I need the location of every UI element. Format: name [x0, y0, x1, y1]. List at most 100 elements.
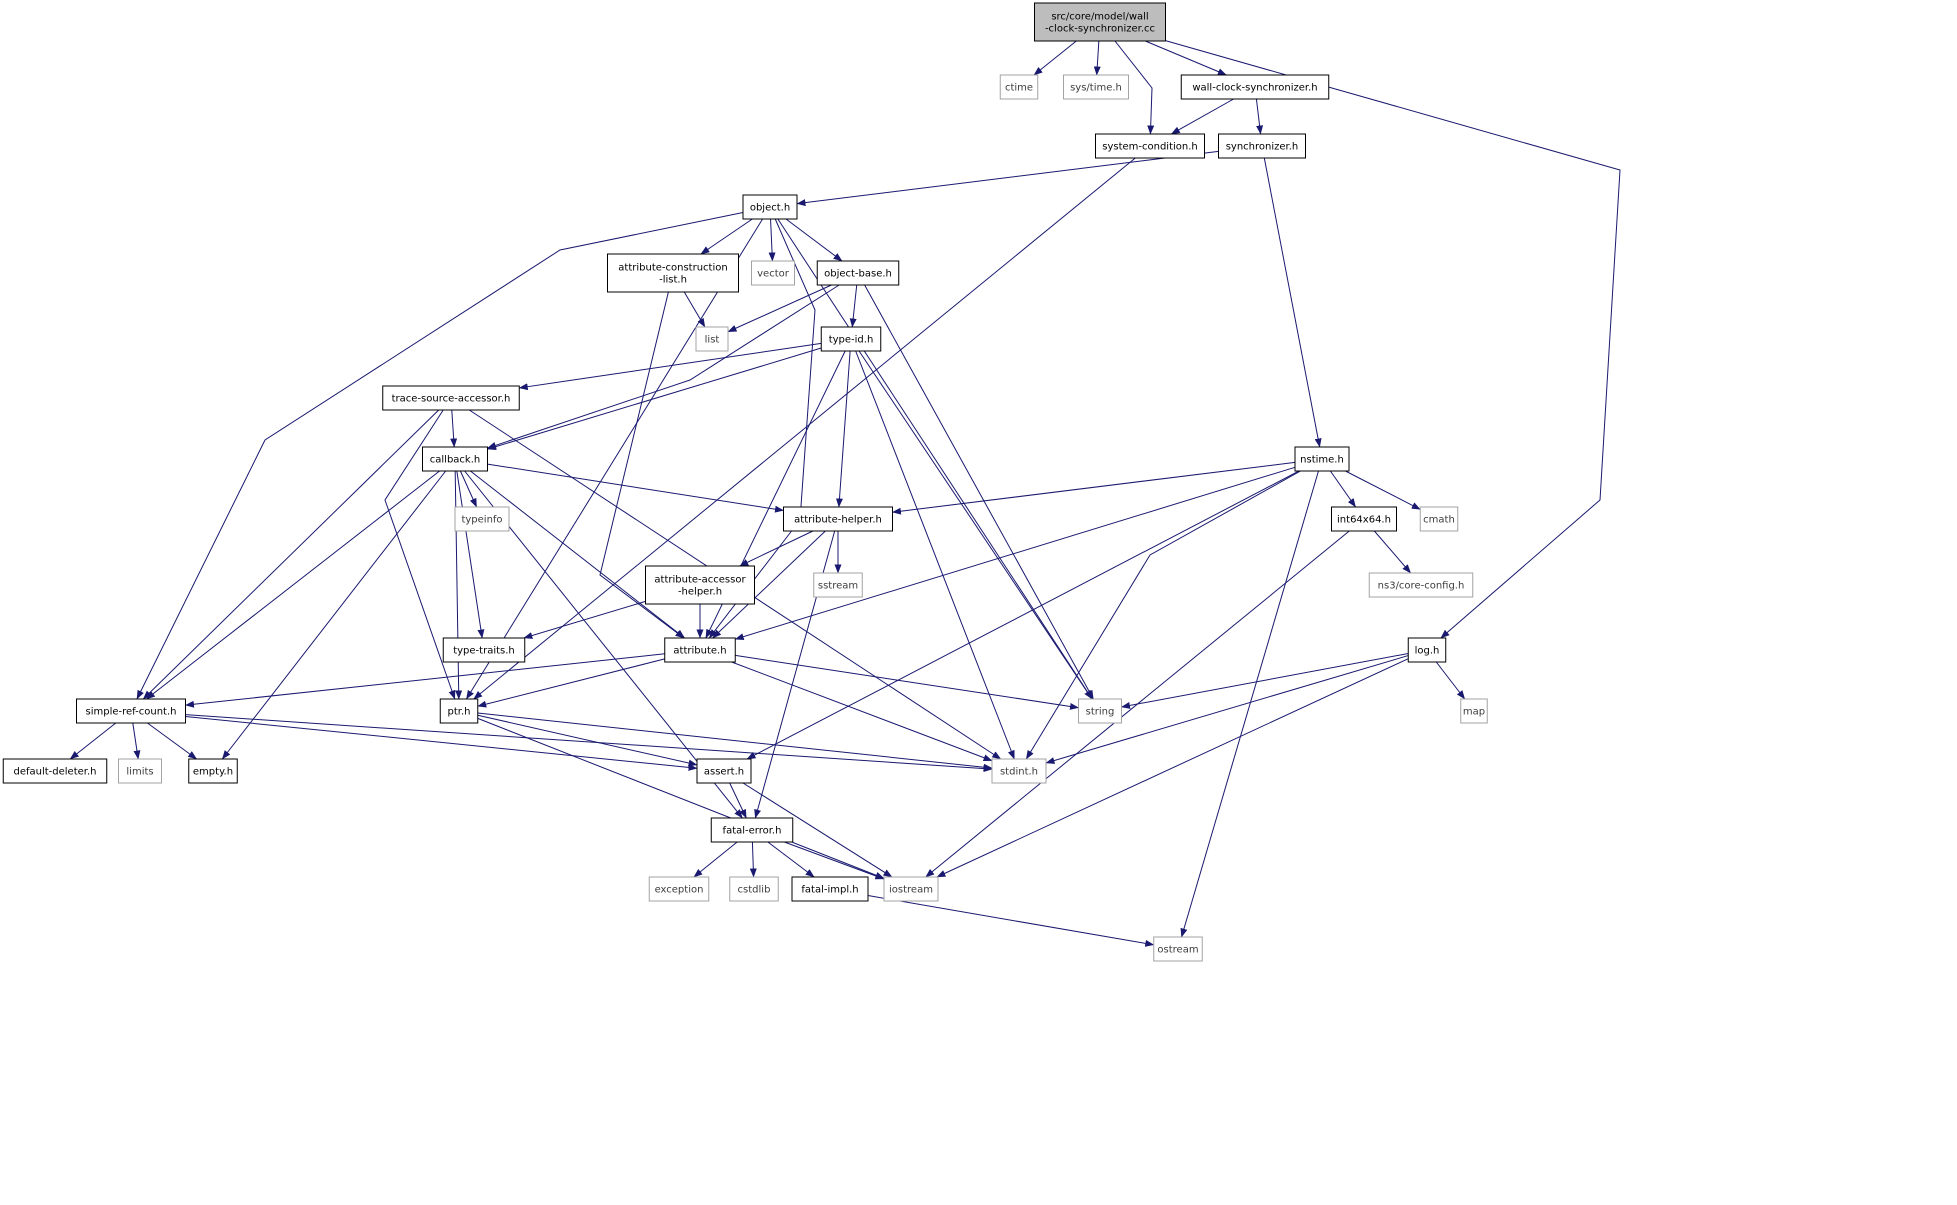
include-edge-callback-h--type-traits-h	[456, 470, 485, 639]
node-label: ostream	[1157, 945, 1198, 956]
graph-node-default-deleter-h[interactable]: default-deleter.h	[2, 758, 108, 784]
graph-node-attribute-helper-h[interactable]: attribute-helper.h	[783, 506, 893, 532]
node-box	[813, 572, 863, 598]
node-box	[188, 758, 238, 784]
node-box	[422, 446, 488, 472]
include-edge-simple-ref-count-h--stdint-h	[185, 714, 993, 773]
graph-node-int64x64-h[interactable]: int64x64.h	[1331, 506, 1397, 532]
node-box	[991, 758, 1047, 784]
node-label: exception	[655, 885, 704, 896]
node-box	[1180, 74, 1330, 100]
node-box	[783, 506, 893, 532]
graph-node-sstream: sstream	[813, 572, 863, 598]
graph-node-fatal-impl-h[interactable]: fatal-impl.h	[791, 876, 869, 902]
node-box	[696, 758, 752, 784]
node-label-line: -clock-synchronizer.cc	[1045, 24, 1155, 35]
include-edge-simple-ref-count-h--empty-h	[147, 722, 198, 760]
node-label: src/core/model/wall-clock-synchronizer.c…	[1045, 12, 1155, 35]
graph-node-system-condition-h[interactable]: system-condition.h	[1095, 133, 1205, 159]
node-label: vector	[757, 269, 790, 280]
node-label: empty.h	[193, 767, 233, 778]
node-label: system-condition.h	[1102, 142, 1198, 153]
graph-node-object-base-h[interactable]: object-base.h	[816, 260, 900, 286]
node-label: ptr.h	[448, 707, 471, 718]
include-edge-callback-h--typeinfo	[459, 470, 478, 508]
include-edge-nstime-h--ostream	[1180, 470, 1319, 938]
node-label-line: fatal-error.h	[723, 826, 782, 837]
include-edge-object-h--vector	[768, 218, 776, 262]
include-edge-nstime-h--int64x64-h	[1329, 470, 1357, 508]
include-edge-wall-clock-synchronizer-cc--sys-time-h	[1093, 40, 1101, 76]
graph-node-empty-h[interactable]: empty.h	[188, 758, 238, 784]
include-edge-object-h--ptr-h	[465, 218, 764, 700]
node-label: assert.h	[704, 767, 744, 778]
graph-node-list: list	[695, 326, 729, 352]
graph-node-assert-h[interactable]: assert.h	[696, 758, 752, 784]
graph-node-log-h[interactable]: log.h	[1407, 637, 1447, 663]
include-edge-callback-h--attribute-h	[470, 470, 686, 639]
include-edge-object-h--attribute-construction-list-h	[700, 218, 753, 255]
node-label: list	[705, 335, 720, 346]
graph-node-nstime-h[interactable]: nstime.h	[1294, 446, 1350, 472]
node-label-line: map	[1463, 707, 1485, 718]
node-label-line: vector	[757, 269, 790, 280]
node-label: attribute-accessor-helper.h	[654, 575, 746, 598]
graph-node-sys-time-h: sys/time.h	[1063, 74, 1129, 100]
include-edge-attribute-construction-list-h--list	[683, 291, 706, 328]
node-box	[118, 758, 162, 784]
include-edge-object-base-h--type-id-h	[849, 284, 858, 328]
include-edge-attribute-h--stdint-h	[731, 661, 993, 762]
node-box	[999, 74, 1039, 100]
include-edge-log-h--stdint-h	[1045, 655, 1409, 764]
include-edge-ptr-h--stdint-h	[477, 712, 993, 771]
graph-node-simple-ref-count-h[interactable]: simple-ref-count.h	[76, 698, 186, 724]
include-edge-attribute-accessor-helper-h--type-traits-h	[523, 600, 646, 639]
node-box	[454, 506, 510, 532]
node-box	[1095, 133, 1205, 159]
node-label: object-base.h	[824, 269, 892, 280]
include-edge-callback-h--attribute-helper-h	[487, 463, 784, 513]
node-label: iostream	[889, 885, 933, 896]
graph-node-string: string	[1078, 698, 1122, 724]
graph-node-callback-h[interactable]: callback.h	[422, 446, 488, 472]
include-edge-fatal-error-h--iostream	[784, 841, 885, 880]
graph-node-iostream: iostream	[883, 876, 939, 902]
node-box	[1153, 936, 1203, 962]
node-box	[816, 260, 900, 286]
node-box	[695, 326, 729, 352]
node-label: attribute.h	[673, 646, 726, 657]
node-box	[1368, 572, 1474, 598]
include-edge-nstime-h--attribute-helper-h	[892, 461, 1296, 515]
node-box	[439, 698, 479, 724]
include-edge-wall-clock-synchronizer-h--system-condition-h	[1170, 98, 1234, 135]
node-box	[751, 260, 795, 286]
node-label-line: attribute-accessor	[654, 575, 746, 586]
graph-node-object-h[interactable]: object.h	[742, 194, 798, 220]
include-edge-int64x64-h--ns3-core-config-h	[1373, 530, 1412, 574]
node-label: attribute-helper.h	[794, 515, 882, 526]
graph-node-trace-source-accessor-h[interactable]: trace-source-accessor.h	[382, 385, 520, 411]
include-edge-assert-h--iostream	[742, 782, 893, 878]
node-label: log.h	[1415, 646, 1440, 657]
node-label-line: type-id.h	[829, 335, 874, 346]
node-label-line: iostream	[889, 885, 933, 896]
include-edge-attribute-construction-list-h--attribute-h	[599, 291, 685, 639]
node-label-line: object.h	[750, 203, 790, 214]
graph-node-map: map	[1460, 698, 1488, 724]
include-edge-attribute-h--ptr-h	[477, 658, 665, 708]
include-edge-simple-ref-count-h--default-deleter-h	[69, 722, 117, 760]
graph-node-attribute-accessor-helper-h[interactable]: attribute-accessor-helper.h	[645, 565, 755, 605]
graph-node-type-id-h[interactable]: type-id.h	[820, 326, 882, 352]
graph-node-attribute-h[interactable]: attribute.h	[664, 637, 736, 663]
node-label-line: cstdlib	[738, 885, 771, 896]
graph-node-ptr-h[interactable]: ptr.h	[439, 698, 479, 724]
graph-node-type-traits-h[interactable]: type-traits.h	[442, 637, 526, 663]
graph-node-attribute-construction-list-h[interactable]: attribute-construction-list.h	[607, 253, 739, 293]
node-box	[1294, 446, 1350, 472]
node-box	[791, 876, 869, 902]
graph-node-fatal-error-h[interactable]: fatal-error.h	[710, 817, 794, 843]
graph-node-synchronizer-h[interactable]: synchronizer.h	[1218, 133, 1306, 159]
graph-node-wall-clock-synchronizer-h[interactable]: wall-clock-synchronizer.h	[1180, 74, 1330, 100]
node-label-line: synchronizer.h	[1226, 142, 1299, 153]
